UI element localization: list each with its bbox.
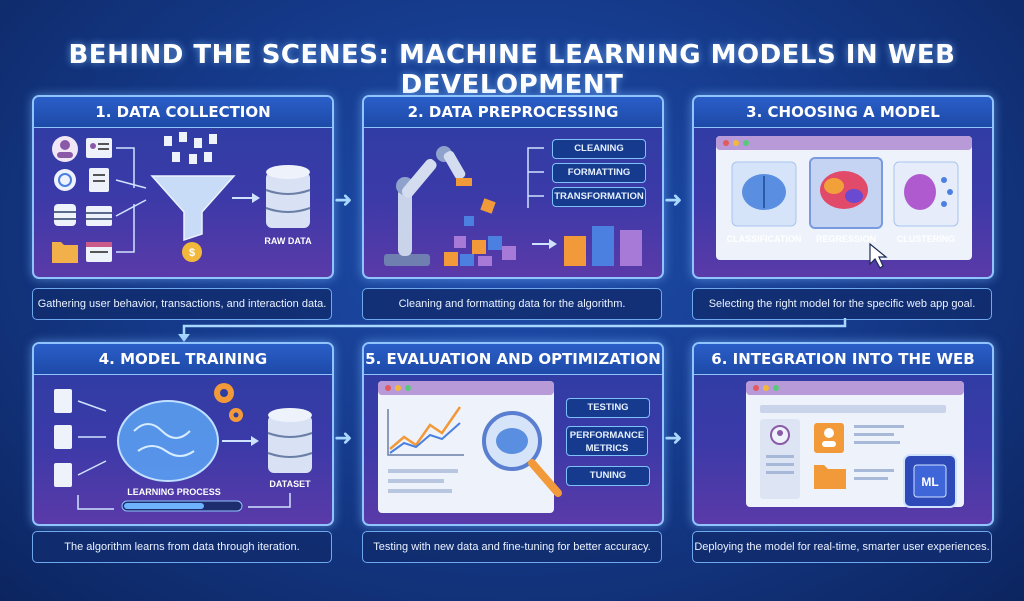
panel-model-training: 4. MODEL TRAINING DATASET LEARNING PROCE…	[32, 342, 334, 526]
arrow-4-to-5: ➜	[334, 426, 353, 451]
panel-data-collection: 1. DATA COLLECTION $ RA	[32, 95, 334, 279]
magnifier-icon	[482, 411, 562, 497]
model-training-illustration: DATASET LEARNING PROCESS	[54, 383, 313, 512]
classification-brain-icon	[742, 174, 786, 210]
ml-chip-label: ML	[921, 475, 938, 489]
caption-evaluation: Testing with new data and fine-tuning fo…	[362, 531, 662, 563]
id-card-icon	[86, 138, 112, 158]
raw-data-database-icon	[265, 165, 311, 228]
cleaning-label: CLEANING	[552, 139, 646, 159]
caption-data-collection: Gathering user behavior, transactions, a…	[32, 288, 332, 320]
regression-label: REGRESSION	[816, 234, 876, 244]
coin-icon: $	[182, 242, 202, 262]
arrow-5-to-6: ➜	[664, 426, 683, 451]
receipt-icon	[89, 168, 109, 192]
table-icon	[86, 206, 112, 226]
dataset-label: DATASET	[269, 479, 311, 489]
regression-brain-icon	[820, 171, 868, 209]
data-blocks-icon	[444, 198, 516, 266]
caption-choosing-model: Selecting the right model for the specif…	[692, 288, 992, 320]
database-icon	[54, 204, 76, 226]
panel-heading: 1. DATA COLLECTION	[34, 97, 332, 128]
clustering-brain-icon	[904, 174, 953, 210]
caption-model-training: The algorithm learns from data through i…	[32, 531, 332, 563]
formatting-label: FORMATTING	[552, 163, 646, 183]
panel-evaluation: 5. EVALUATION AND OPTIMIZATION TESTING P…	[362, 342, 664, 526]
evaluation-illustration	[378, 381, 562, 513]
clustering-label: CLUSTERING	[897, 234, 956, 244]
panel-heading: 3. CHOOSING A MODEL	[694, 97, 992, 128]
panel-heading: 2. DATA PREPROCESSING	[364, 97, 662, 128]
progress-bar	[121, 500, 243, 512]
panel-heading: 6. INTEGRATION INTO THE WEB APP	[694, 344, 992, 398]
learning-process-label: LEARNING PROCESS	[127, 487, 221, 497]
line-chart-icon	[387, 406, 464, 456]
data-collection-illustration: $ RAW DATA	[52, 132, 312, 263]
brain-icon	[117, 400, 219, 482]
gear-icon	[214, 383, 234, 403]
tuning-label: TUNING	[566, 466, 650, 486]
dataset-database-icon	[267, 408, 313, 473]
cursor-icon	[869, 242, 888, 269]
folder-icon	[52, 242, 78, 263]
choosing-model-illustration: CLASSIFICATION REGRESSION CLUSTERING	[716, 136, 972, 269]
robot-arm-icon	[384, 146, 472, 266]
panel-integration: 6. INTEGRATION INTO THE WEB APP ML	[692, 342, 994, 526]
caption-integration: Deploying the model for real-time, smart…	[692, 531, 992, 563]
transformation-label: TRANSFORMATION	[552, 187, 646, 207]
panel-heading: 5. EVALUATION AND OPTIMIZATION	[364, 344, 662, 375]
integration-illustration: ML	[746, 381, 964, 508]
sync-icon	[54, 169, 76, 191]
browser-icon	[86, 242, 112, 262]
panel-choosing-model: 3. CHOOSING A MODEL CLASSIFICATION REGRE…	[692, 95, 994, 279]
testing-label: TESTING	[566, 398, 650, 418]
data-preprocessing-illustration	[384, 146, 642, 266]
svg-text:$: $	[189, 247, 195, 259]
ml-chip-icon: ML	[903, 454, 957, 508]
user-profile-icon	[52, 136, 78, 162]
classification-label: CLASSIFICATION	[727, 234, 802, 244]
bars-icon	[564, 226, 642, 266]
arrow-1-to-2: ➜	[334, 188, 353, 213]
performance-metrics-label: PERFORMANCE METRICS	[566, 426, 648, 456]
folder-icon	[814, 465, 846, 489]
arrow-2-to-3: ➜	[664, 188, 683, 213]
panel-data-preprocessing: 2. DATA PREPROCESSING	[362, 95, 664, 279]
gear-small-icon	[229, 408, 243, 422]
caption-data-preprocessing: Cleaning and formatting data for the alg…	[362, 288, 662, 320]
profile-card-icon	[814, 423, 844, 453]
documents-icon	[164, 132, 217, 164]
funnel-icon	[150, 175, 236, 242]
page-title: BEHIND THE SCENES: MACHINE LEARNING MODE…	[68, 40, 956, 100]
raw-data-label: RAW DATA	[264, 236, 312, 246]
avatar-icon	[770, 425, 790, 445]
documents-icon	[54, 389, 72, 487]
panel-heading: 4. MODEL TRAINING	[34, 344, 332, 375]
